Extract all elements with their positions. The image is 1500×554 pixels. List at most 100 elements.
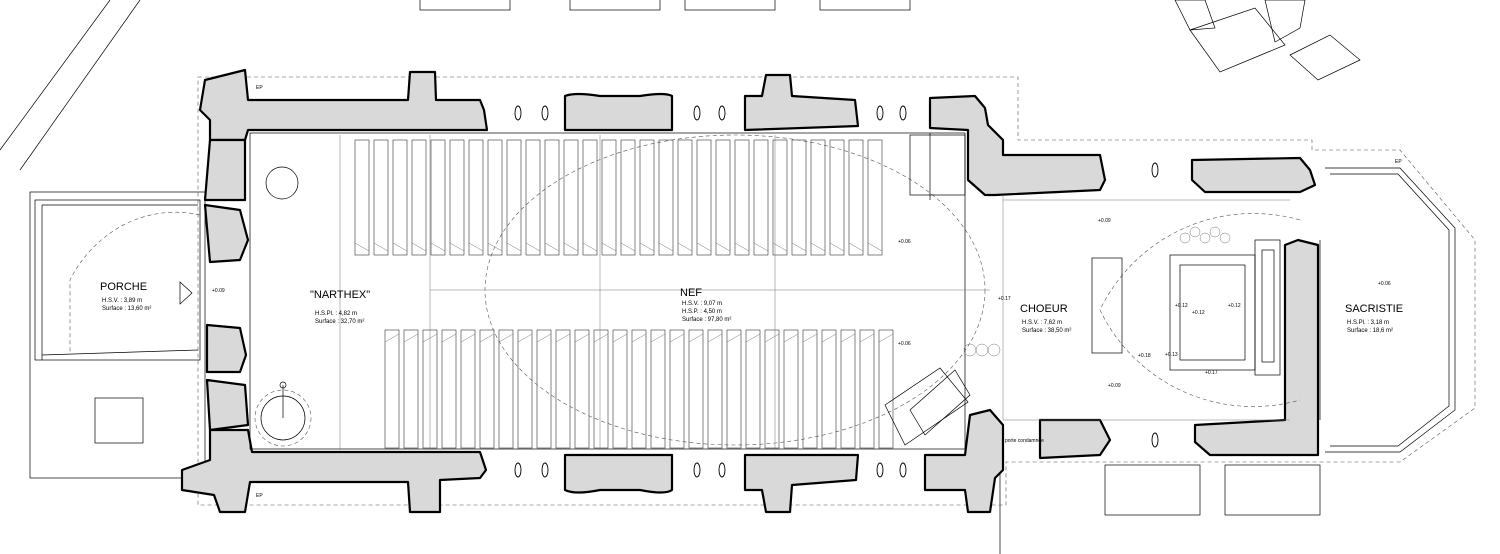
- pew: [859, 329, 875, 449]
- room-height-vault: H.S.V. : 9,07 m: [682, 301, 722, 307]
- pew-kneeler: [715, 242, 731, 252]
- pew-rows: [354, 139, 894, 449]
- pew-kneeler: [810, 242, 826, 252]
- pew-kneeler: [468, 242, 484, 252]
- pew-kneeler: [821, 333, 837, 343]
- pew: [506, 139, 522, 256]
- pew: [479, 329, 495, 449]
- room-name: CHOEUR: [1020, 303, 1068, 315]
- pew-kneeler: [441, 333, 457, 343]
- level-choeur-entry: +0.17: [998, 296, 1011, 302]
- pew-kneeler: [517, 333, 533, 343]
- pew: [688, 329, 704, 449]
- pew-kneeler: [753, 242, 769, 252]
- pew: [612, 329, 628, 449]
- level-choeur-step: +0.18: [1138, 353, 1151, 359]
- room-choeur: CHOEUR H.S.V. : 7,62 m Surface : 38,50 m…: [1020, 303, 1071, 334]
- room-name: NEF: [680, 287, 702, 299]
- pew: [384, 329, 400, 449]
- pew: [536, 329, 552, 449]
- pew-kneeler: [848, 242, 864, 252]
- pew: [707, 329, 723, 449]
- room-name: PORCHE: [100, 281, 147, 293]
- pew: [449, 139, 465, 256]
- pew: [563, 139, 579, 256]
- pew-kneeler: [688, 333, 704, 343]
- pew: [555, 329, 571, 449]
- pew-kneeler: [631, 333, 647, 343]
- pew: [696, 139, 712, 256]
- pew: [848, 139, 864, 256]
- pew-kneeler: [479, 333, 495, 343]
- pew: [840, 329, 856, 449]
- pew: [791, 139, 807, 256]
- pew-kneeler: [726, 333, 742, 343]
- pew: [810, 139, 826, 256]
- pew-kneeler: [859, 333, 875, 343]
- pew: [517, 329, 533, 449]
- room-outlines: [34, 132, 1321, 450]
- site-context: [0, 0, 1361, 554]
- pew-kneeler: [506, 242, 522, 252]
- pew: [620, 139, 636, 256]
- pew-kneeler: [582, 242, 598, 252]
- pew-kneeler: [354, 242, 370, 252]
- pew-kneeler: [612, 333, 628, 343]
- pew: [764, 329, 780, 449]
- walls: [180, 68, 1456, 514]
- pew: [650, 329, 666, 449]
- door-note: porte condamnée: [1005, 438, 1044, 444]
- pew-kneeler: [840, 333, 856, 343]
- pew: [753, 139, 769, 256]
- pew: [525, 139, 541, 256]
- pew: [441, 329, 457, 449]
- pew: [783, 329, 799, 449]
- room-name: SACRISTIE: [1345, 303, 1403, 315]
- pew-kneeler: [403, 333, 419, 343]
- level-altar-mid: +0.12: [1192, 310, 1205, 316]
- pew: [411, 139, 427, 256]
- pew-kneeler: [384, 333, 400, 343]
- pew-kneeler: [734, 242, 750, 252]
- room-height: H.S.V. : 7,62 m: [1022, 320, 1062, 326]
- pew-kneeler: [878, 333, 894, 343]
- pew: [601, 139, 617, 256]
- vault-lines: [254, 134, 990, 450]
- pew: [582, 139, 598, 256]
- pew: [867, 139, 883, 256]
- pew-kneeler: [772, 242, 788, 252]
- pew-kneeler: [639, 242, 655, 252]
- pew-kneeler: [658, 242, 674, 252]
- room-surface: Surface : 13,60 m²: [102, 306, 151, 312]
- pew: [593, 329, 609, 449]
- room-surface: Surface : 18,6 m²: [1347, 328, 1393, 334]
- pew-kneeler: [764, 333, 780, 343]
- pew: [878, 329, 894, 449]
- pew-kneeler: [536, 333, 552, 343]
- pew-kneeler: [498, 333, 514, 343]
- level-altar-left: +0.12: [1175, 303, 1188, 309]
- floor-levels: +0.09 +0.06 +0.06 +0.17 +0.09 +0.09 +0.1…: [212, 218, 1391, 389]
- pew: [677, 139, 693, 256]
- room-surface: Surface : 38,50 m²: [1022, 328, 1071, 334]
- level-choeur-top: +0.09: [1098, 218, 1111, 224]
- ep-marker-right: EP: [1395, 159, 1402, 165]
- pew-kneeler: [707, 333, 723, 343]
- level-choeur-right: +0.17: [1205, 370, 1218, 376]
- outer-footprint: [29, 76, 1476, 506]
- pew: [392, 139, 408, 256]
- room-height-ceiling: H.S.P. : 4,50 m: [682, 309, 722, 315]
- pew: [715, 139, 731, 256]
- pew: [726, 329, 742, 449]
- pew: [574, 329, 590, 449]
- room-porche: PORCHE H.S.V. : 3,89 m Surface : 13,60 m…: [100, 281, 151, 312]
- pew-kneeler: [696, 242, 712, 252]
- pew: [772, 139, 788, 256]
- pew-kneeler: [802, 333, 818, 343]
- pew: [658, 139, 674, 256]
- pew: [354, 139, 370, 256]
- pew: [403, 329, 419, 449]
- level-choeur-step2: +0.13: [1165, 352, 1178, 358]
- pew-kneeler: [411, 242, 427, 252]
